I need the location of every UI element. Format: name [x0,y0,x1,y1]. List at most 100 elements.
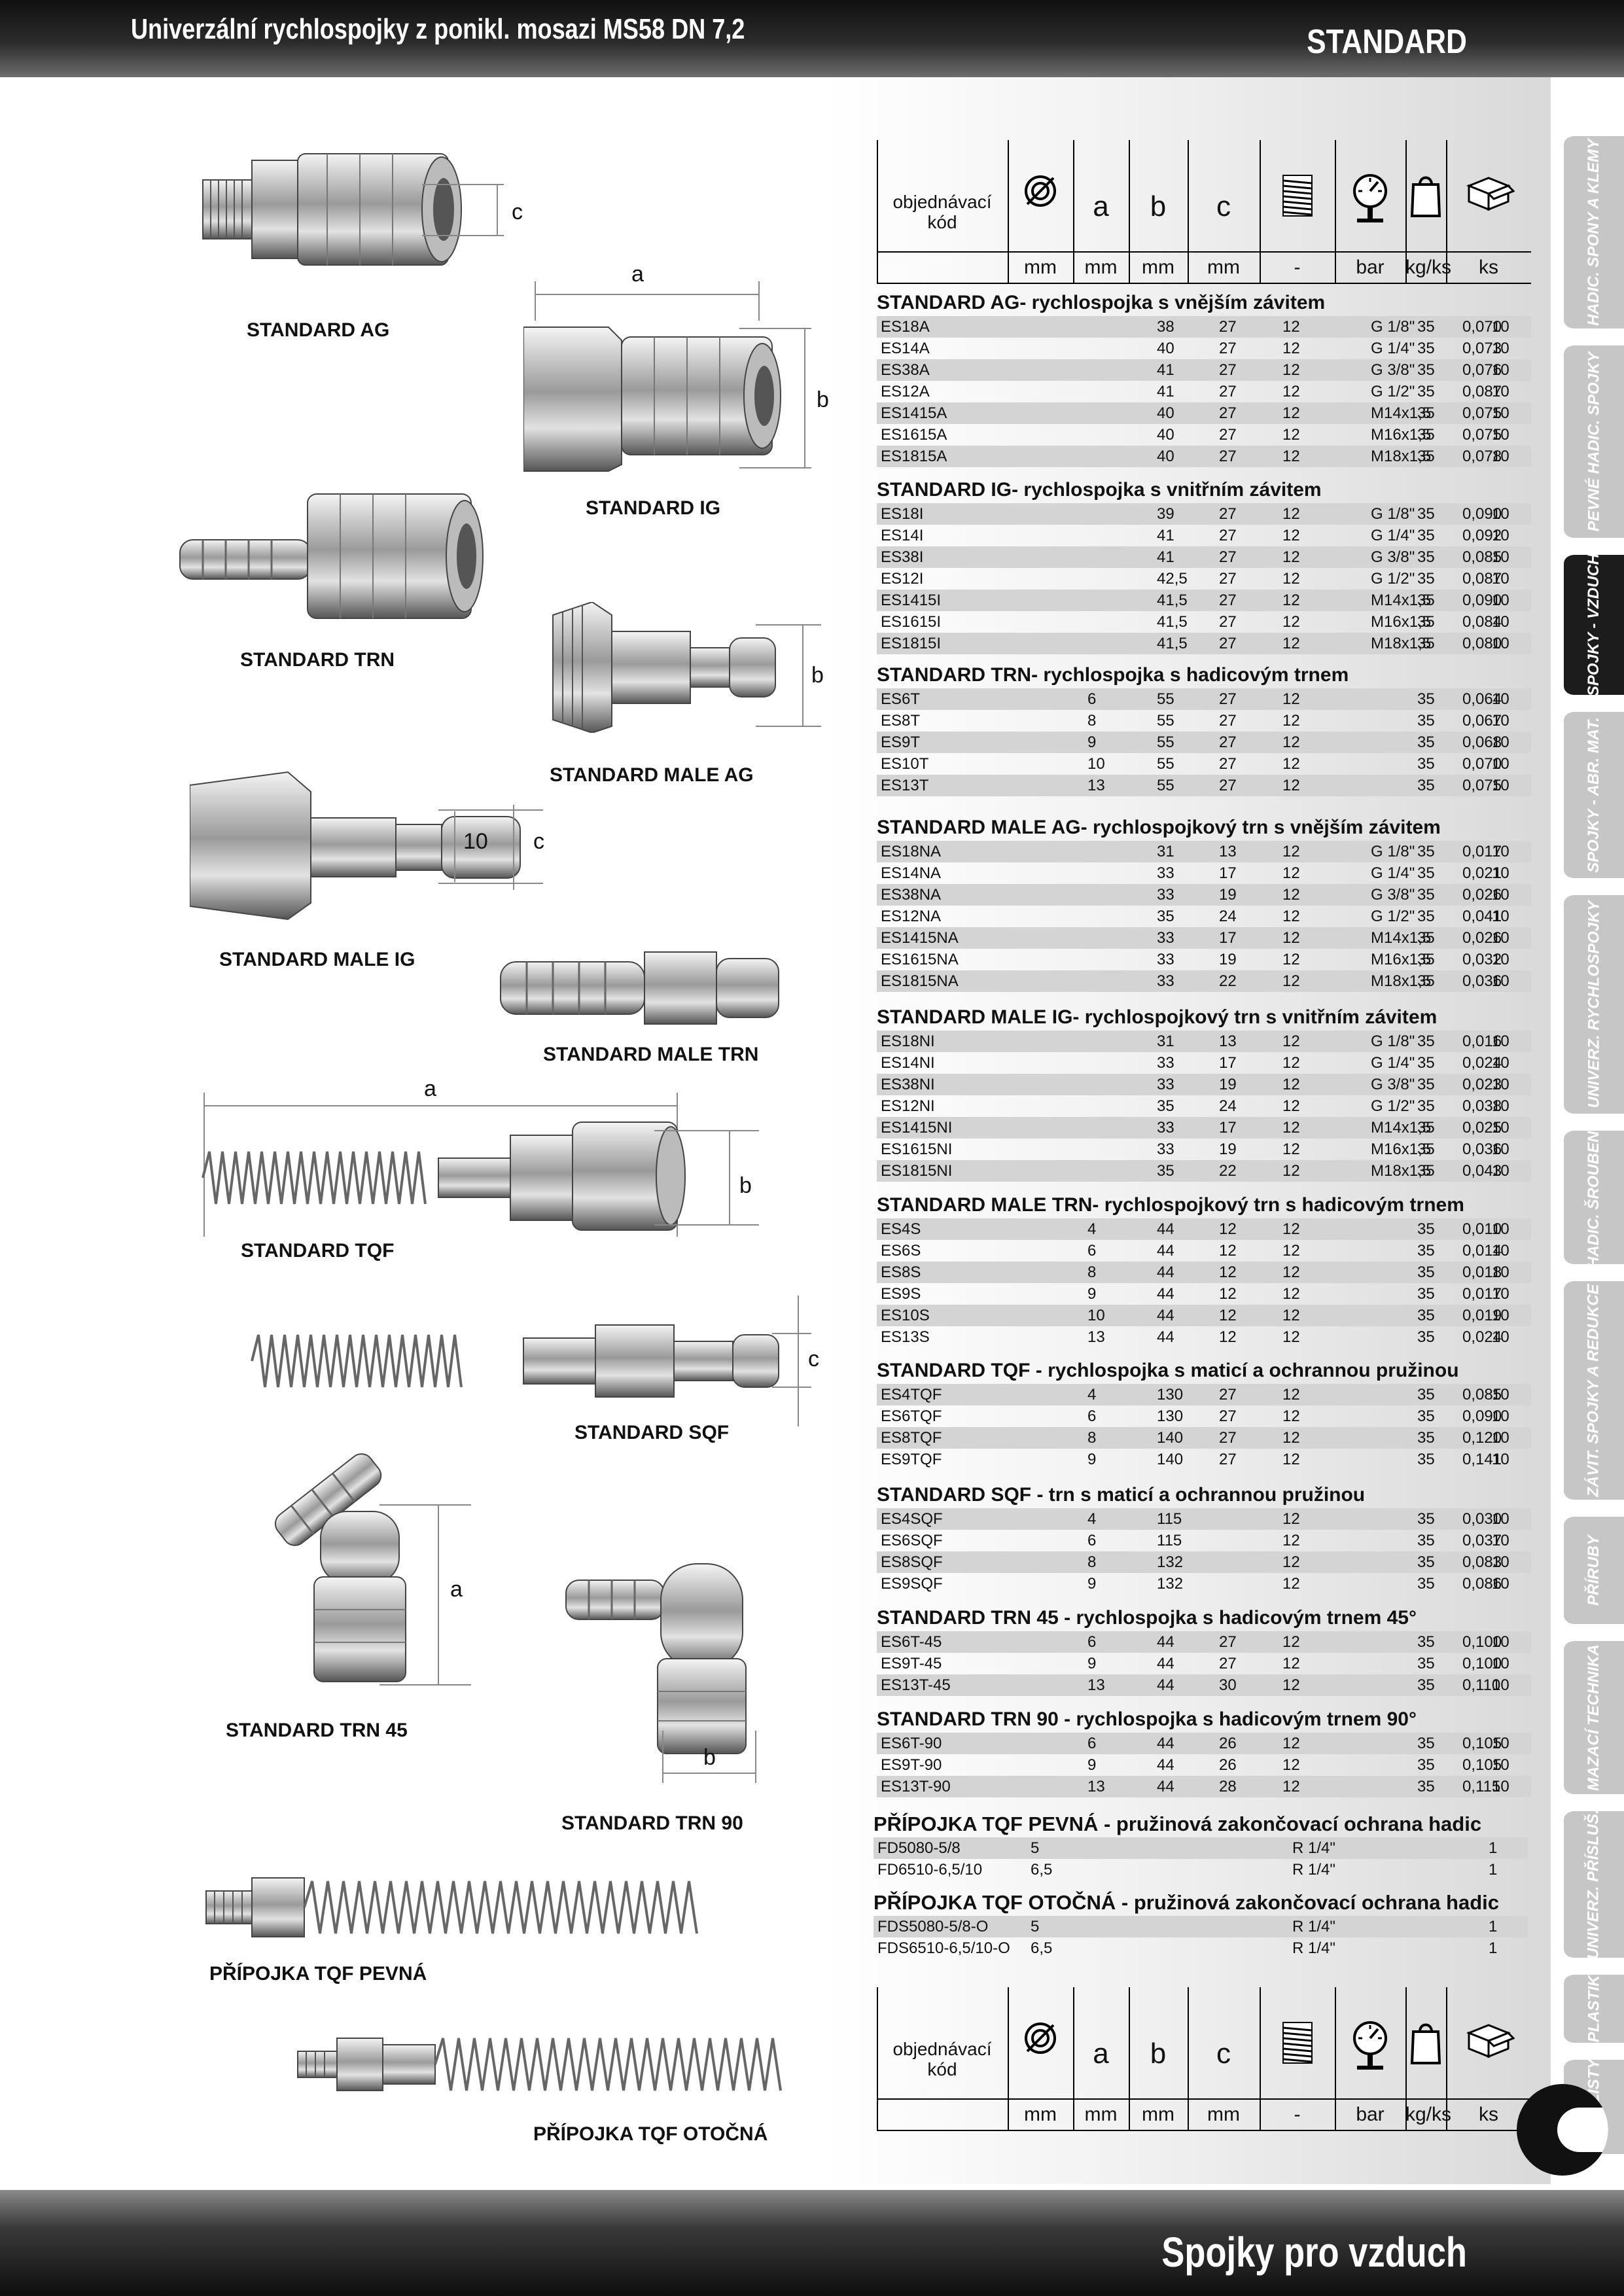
table-cell: R 1/4" [1292,1918,1335,1935]
table-cell: 13 [1087,1676,1105,1694]
side-tab-1[interactable]: PEVNÉ HADIC. SPOJKY [1564,344,1624,540]
table-cell: 0,030 [1462,1510,1502,1528]
side-tab-10[interactable]: PLASTIK [1564,1973,1624,2045]
table-cell: 0,092 [1462,527,1502,544]
dim-a-trn45: a [450,1577,463,1602]
caption-standard-sqf: STANDARD SQF [574,1422,730,1443]
order-code-cell: ES1815I [881,635,942,652]
side-tab-4[interactable]: UNIVERZ. RYCHLOSPOJKY [1564,893,1624,1116]
table-cell: 30 [1219,1676,1237,1694]
table-cell: 35 [1417,1242,1435,1260]
table-cell: 10 [1492,690,1509,708]
table-cell: 12 [1282,548,1300,566]
unit-label: ks [1479,2104,1498,2125]
header-divider [1188,1987,1189,2131]
table-cell: 0,100 [1462,1655,1502,1672]
table-cell: 12 [1219,1285,1237,1303]
unit-label: kg/ks [1405,256,1452,278]
table-cell: 10 [1492,570,1509,588]
order-code-cell: ES9T-90 [881,1756,942,1774]
table-cell: 1 [1489,1839,1498,1857]
section-title: STANDARD MALE IG- rychlospojkový trn s v… [877,1006,1438,1028]
order-code-cell: ES6SQF [881,1532,943,1549]
pressure-gauge-icon [1335,2020,1405,2075]
table-cell: M18x1,5 [1371,635,1432,652]
order-code-cell: ES9S [881,1285,921,1303]
table-cell: 10 [1492,527,1509,544]
table-cell: 41 [1157,548,1174,566]
table-cell: 1 [1489,1918,1498,1935]
order-code-cell: ES12A [881,383,930,400]
table-cell: 27 [1219,592,1237,609]
table-cell: 35 [1417,613,1435,631]
coupling-trn45-image [274,1453,471,1686]
table-cell: 0,067 [1462,712,1502,730]
table-cell: 10 [1492,340,1509,357]
section-title: PŘÍPOJKA TQF OTOČNÁ - pružinová zakončov… [874,1891,1500,1914]
table-cell: 12 [1282,908,1300,925]
table-cell: 10 [1492,843,1509,860]
order-code-cell: ES12I [881,570,924,588]
table-cell: 33 [1157,864,1174,882]
table-cell: G 1/2" [1371,908,1415,925]
side-tab-label: ZÁVIT. SPOJKY A REDUKCE [1585,1284,1603,1497]
table-cell: 10 [1492,505,1509,523]
section-title: STANDARD TRN 90 - rychlospojka s hadicov… [877,1708,1417,1730]
side-tab-8[interactable]: MAZACÍ TECHNIKA [1564,1639,1624,1796]
code-label-line2: kód [927,2058,957,2079]
side-tab-5[interactable]: HADIC. ŠROUBENÍ [1564,1129,1624,1266]
table-cell: 9 [1087,733,1097,751]
table-cell: 33 [1157,1140,1174,1158]
table-cell: 0,064 [1462,690,1502,708]
table-cell: 0,141 [1462,1451,1502,1468]
table-cell: 35 [1417,690,1435,708]
side-tab-7[interactable]: PŘÍRUBY [1564,1515,1624,1626]
header-bar: Univerzální rychlospojky z ponikl. mosaz… [0,0,1624,77]
table-cell: 10 [1492,1676,1509,1694]
side-tab-6[interactable]: ZÁVIT. SPOJKY A REDUKCE [1564,1279,1624,1502]
table-cell: 41 [1157,527,1174,544]
order-code-cell: ES14NA [881,864,942,882]
side-tab-3[interactable]: SPOJKY - ABR. MAT. [1564,710,1624,880]
dim-c-male-ig: c [533,829,544,854]
table-cell: 10 [1492,1054,1509,1072]
side-tab-2[interactable]: SPOJKY - VZDUCH [1564,553,1624,697]
table-cell: 12 [1282,570,1300,588]
order-code-cell: ES1415I [881,592,942,609]
header-divider [1008,1987,1009,2131]
table-cell: 10 [1492,448,1509,465]
unit-label: mm [1084,2104,1118,2125]
table-cell: 35 [1417,1140,1435,1158]
order-code-cell: ES12NA [881,908,942,925]
table-cell: 10 [1492,1285,1509,1303]
table-cell: 10 [1492,929,1509,947]
plug-male-ag-image [552,602,821,733]
weight-bag-icon [1405,173,1446,222]
plug-male-ig-image [190,771,543,921]
dim-a-tqf: a [424,1076,436,1101]
table-cell: 35 [1417,843,1435,860]
side-tab-9[interactable]: UNIVERZ. PŘÍSLUŠ. [1564,1809,1624,1960]
table-cell: 35 [1417,1655,1435,1672]
side-tab-0[interactable]: HADIC. SPONY A KLEMY [1564,134,1624,330]
order-code-cell: ES8SQF [881,1553,943,1571]
table-cell: 12 [1282,929,1300,947]
package-box-icon [1446,2020,1531,2062]
table-cell: 10 [1492,1510,1509,1528]
table-cell: 10 [1492,592,1509,609]
table-cell: 13 [1087,777,1105,794]
table-cell: 35 [1417,635,1435,652]
side-tab-label: PLASTIK [1585,1975,1603,2043]
dim-b-column-label: b [1150,2038,1167,2070]
table-cell: 27 [1219,383,1237,400]
unit-label: mm [1084,256,1118,278]
order-code-cell: ES9SQF [881,1575,943,1593]
table-cell: 35 [1417,318,1435,336]
table-cell: 33 [1157,1076,1174,1093]
table-cell: 35 [1417,1054,1435,1072]
